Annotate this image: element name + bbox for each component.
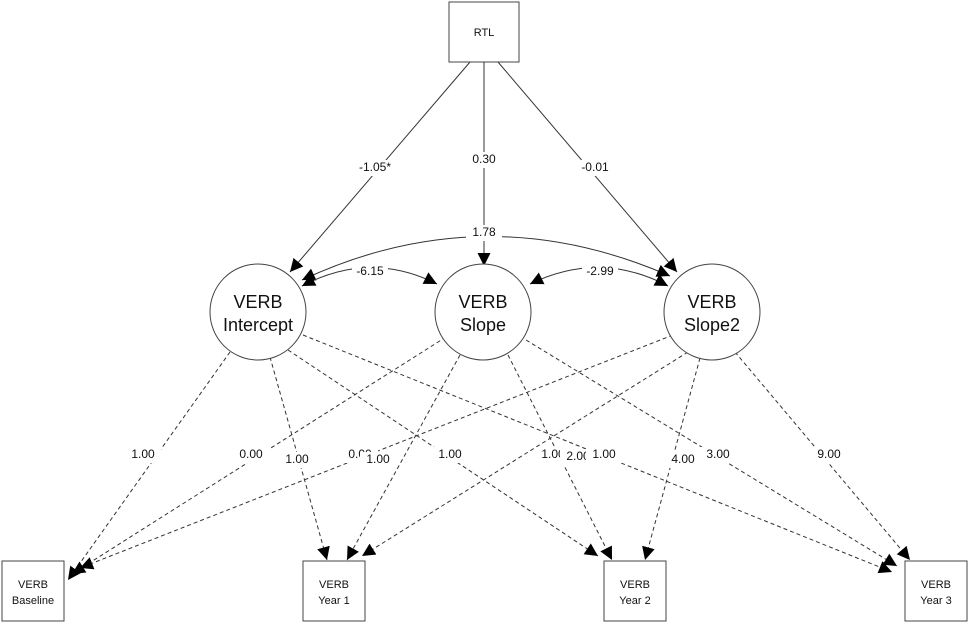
loading-coef: 1.00 [279, 452, 315, 468]
latent-line2: Intercept [223, 315, 293, 335]
regression-coef: -0.01 [577, 160, 613, 176]
regression-coef: 0.30 [466, 152, 502, 168]
indicator-line1: VERB [319, 579, 349, 591]
svg-text:9.00: 9.00 [817, 447, 841, 461]
loading-path [67, 351, 231, 581]
loading-path [71, 336, 447, 575]
rtl-box: RTL [448, 1, 520, 63]
svg-text:0.00: 0.00 [239, 447, 263, 461]
loading-coef: 3.00 [700, 447, 736, 463]
svg-text:3.00: 3.00 [706, 447, 730, 461]
svg-text:1.00: 1.00 [285, 452, 309, 466]
svg-text:-6.15: -6.15 [356, 264, 384, 278]
svg-text:4.00: 4.00 [671, 452, 695, 466]
svg-text:-2.99: -2.99 [586, 264, 614, 278]
loading-coef: 1.00 [586, 447, 622, 463]
indicator-line2: Year 2 [619, 595, 650, 607]
indicator-line2: Year 1 [318, 595, 349, 607]
loading-coef: 0.00 [233, 447, 269, 463]
indicator-line1: VERB [620, 579, 650, 591]
loading-coef: 1.00 [360, 452, 396, 468]
loading-coef: 9.00 [811, 447, 847, 463]
covariance-coef: -2.99 [582, 264, 618, 280]
latent-slope: VERB Slope [434, 263, 532, 361]
indicator-line1: VERB [921, 579, 951, 591]
svg-text:-1.05*: -1.05* [359, 160, 391, 174]
latent-line1: VERB [233, 292, 282, 312]
covariance-coef: -6.15 [352, 264, 388, 280]
loading-path [361, 351, 689, 557]
indicator-line2: Baseline [12, 595, 54, 607]
loading-path [287, 349, 599, 557]
svg-text:2.00: 2.00 [566, 449, 590, 463]
svg-text:0.30: 0.30 [472, 152, 496, 166]
svg-text:1.00: 1.00 [366, 452, 390, 466]
indicator-y2: VERB Year 2 [603, 560, 667, 622]
svg-text:1.00: 1.00 [131, 447, 155, 461]
latent-int: VERB Intercept [209, 263, 307, 361]
svg-text:1.00: 1.00 [592, 447, 616, 461]
svg-text:1.78: 1.78 [472, 225, 496, 239]
latent-line2: Slope2 [684, 315, 740, 335]
indicator-line1: VERB [18, 579, 48, 591]
latent-line1: VERB [687, 292, 736, 312]
svg-text:1.00: 1.00 [541, 447, 565, 461]
indicator-line2: Year 3 [920, 595, 951, 607]
indicator-base: VERB Baseline [1, 560, 65, 622]
indicator-y1: VERB Year 1 [302, 560, 366, 622]
regression-coef: -1.05* [357, 160, 393, 176]
svg-text:-0.01: -0.01 [581, 160, 609, 174]
loading-coef: 1.00 [432, 447, 468, 463]
rtl-label: RTL [474, 27, 495, 39]
covariance-coef: 1.78 [466, 225, 502, 241]
latent-line1: VERB [458, 292, 507, 312]
svg-text:1.00: 1.00 [438, 447, 462, 461]
indicator-y3: VERB Year 3 [904, 560, 968, 622]
loading-coef: 4.00 [665, 452, 701, 468]
latent-line2: Slope [460, 315, 506, 335]
latent-slope2: VERB Slope2 [663, 263, 761, 361]
loading-coef: 1.00 [125, 447, 161, 463]
